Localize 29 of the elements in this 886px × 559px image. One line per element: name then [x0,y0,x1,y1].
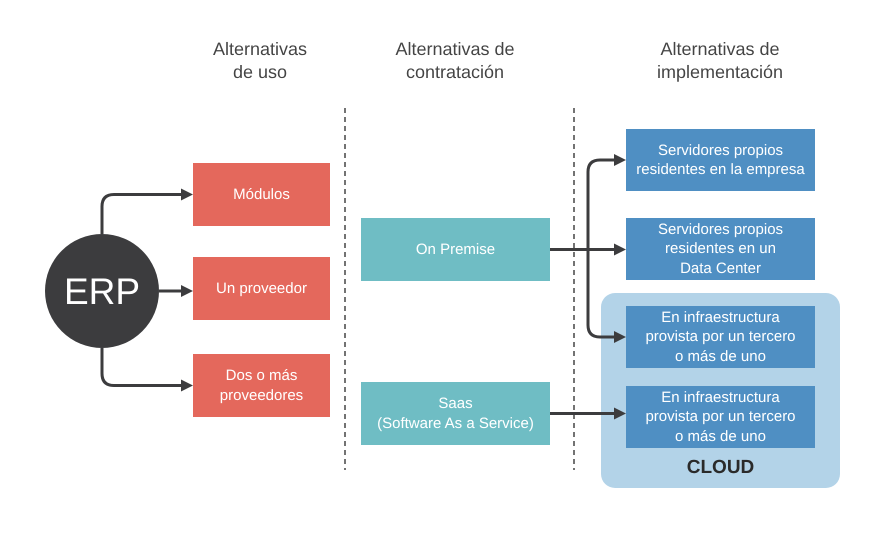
node-label: Servidores propios residentes en un Data Center [656,220,784,278]
contract-option-box [361,382,550,445]
node-label: Servidores propios residentes en la empresa [635,140,806,180]
group-title: CLOUD [686,457,754,480]
column-heading: Alternativas de implementación [656,38,784,84]
node-label: Un proveedor [216,278,307,298]
option-box [193,163,330,226]
deployment-option-box [626,386,815,448]
node-label: Dos o más proveedores [218,366,304,405]
cloud-group-panel [601,293,840,488]
column-heading: Alternativas de uso [212,38,308,84]
arrow [159,285,193,297]
arrow [100,348,193,392]
option-box [193,354,330,417]
node-label: En infraestructura provista por un tercero o más de uno [644,308,797,366]
deployment-option-box [626,218,815,280]
node-label: Módulos [233,184,290,204]
node-label: On Premise [416,240,496,260]
deployment-option-box [626,306,815,368]
node-label: Saas [438,394,473,414]
hub-label: ERP [64,272,140,310]
option-box [193,257,330,320]
deployment-option-box [626,129,815,191]
arrow [100,188,193,234]
arrow [550,408,626,420]
node-label: En infraestructura provista por un tercero o más de uno [644,388,797,446]
column-heading: Alternativas de contratación [394,38,516,84]
contract-option-box [361,218,550,281]
node-label: (Software As a Service) [377,414,534,433]
